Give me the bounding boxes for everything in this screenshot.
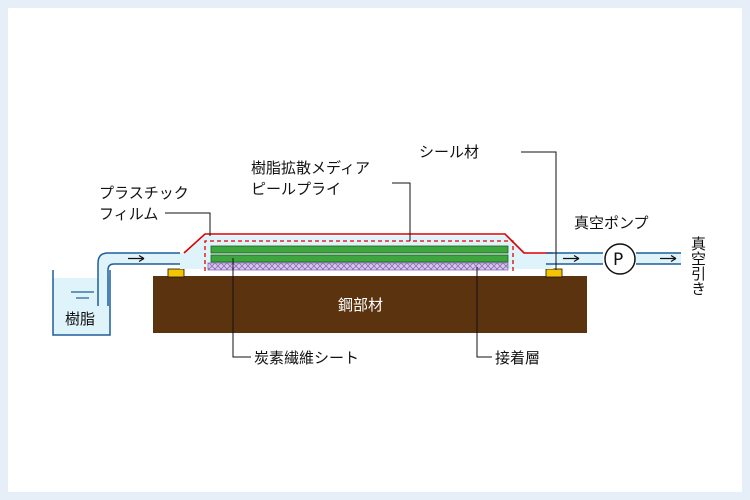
resin-diffusion-media-label: 樹脂拡散メディア	[251, 159, 370, 177]
leader-line-peel-ply	[392, 182, 411, 241]
plastic-film-label-2: フィルム	[99, 205, 158, 223]
carbon-fiber-sheet-label: 炭素繊維シート	[254, 349, 359, 367]
sealant-left	[167, 268, 185, 278]
steel-member	[153, 276, 587, 333]
leader-line-carbon-fiber	[232, 258, 251, 358]
steel-member-label: 鋼部材	[338, 296, 383, 314]
flow-arrow-icon	[128, 254, 145, 263]
pump-icon	[604, 243, 636, 275]
adhesive-layer-label: 接着層	[495, 349, 540, 367]
inlet-tube	[97, 252, 180, 308]
outlet-tube	[546, 252, 681, 265]
vacuum-draw-label: 真空引き	[689, 235, 707, 296]
carbon-fiber-sheet	[210, 254, 509, 263]
resin-label: 樹脂	[65, 310, 95, 328]
vacuum-pump: P	[604, 243, 636, 275]
leader-line-sealant	[521, 151, 557, 270]
adhesive-layer	[207, 262, 509, 271]
tank-wall	[52, 270, 111, 336]
leader-line-adhesive	[476, 267, 492, 358]
resin-diffusion-media	[210, 245, 509, 254]
diagram-frame: 樹脂 鋼部材 P 真空ポンプ 真空引き 樹脂拡散メディア ピールプライ	[8, 8, 742, 492]
vacuum-infusion-diagram: 樹脂 鋼部材 P 真空ポンプ 真空引き 樹脂拡散メディア ピールプライ	[52, 143, 707, 367]
pump-symbol: P	[613, 250, 623, 270]
plastic-film	[183, 233, 553, 254]
leader-line-plastic-film	[165, 212, 211, 236]
sealant-right	[545, 268, 563, 278]
flow-arrow-icon	[563, 254, 580, 263]
vacuum-pump-label: 真空ポンプ	[574, 214, 649, 232]
peel-ply	[204, 240, 514, 271]
sealant-label: シール材	[419, 143, 479, 161]
plastic-film-label-1: プラスチック	[99, 184, 189, 202]
flow-arrow-icon	[660, 254, 677, 263]
peel-ply-label: ピールプライ	[251, 180, 341, 198]
